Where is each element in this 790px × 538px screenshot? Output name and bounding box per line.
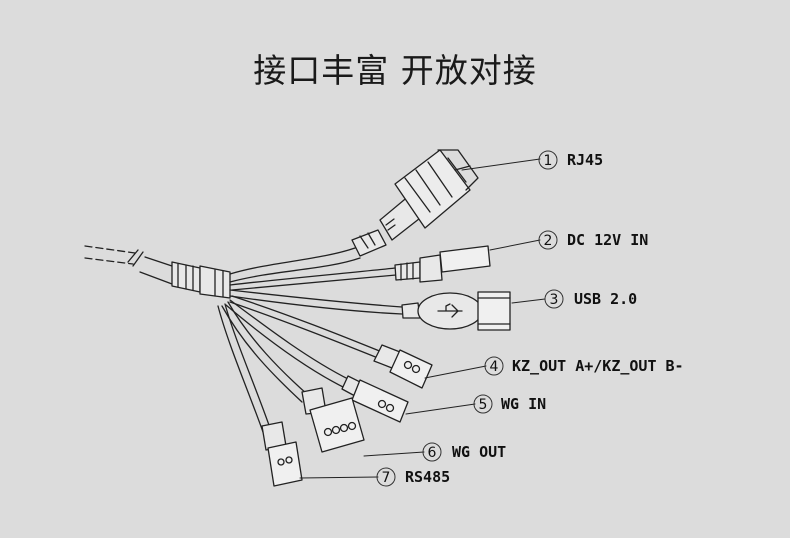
port-7-marker	[376, 467, 396, 487]
port-4-label: KZ_OUT A+/KZ_OUT B-	[512, 357, 684, 375]
wg-in-connector	[225, 299, 409, 423]
port-1-marker	[538, 150, 558, 170]
leader-lines	[299, 158, 546, 479]
port-6-marker	[422, 442, 442, 462]
port-5-marker	[473, 394, 493, 414]
port-2-marker	[538, 230, 558, 250]
port-3-marker	[544, 289, 564, 309]
port-6-number: 6	[428, 445, 437, 461]
port-4-marker	[484, 356, 504, 376]
port-7-label: RS485	[405, 468, 450, 486]
port-2-number: 2	[544, 233, 553, 249]
port-5-number: 5	[479, 397, 488, 413]
rs485-connector	[217, 303, 303, 487]
main-cable	[84, 245, 231, 299]
port-4-number: 4	[490, 359, 499, 375]
port-1-number: 1	[544, 153, 553, 169]
page-title: 接口丰富 开放对接	[253, 51, 537, 90]
usb-connector	[229, 289, 511, 331]
port-2-label: DC 12V IN	[567, 231, 648, 249]
port-1-label: RJ45	[567, 151, 603, 169]
kz-out-connector	[229, 295, 433, 389]
port-5-label: WG IN	[501, 395, 546, 413]
port-7-number: 7	[382, 470, 391, 486]
dc-connector	[229, 245, 491, 291]
rj45-connector	[229, 149, 479, 283]
port-6-label: WG OUT	[452, 443, 506, 461]
port-3-number: 3	[550, 292, 559, 308]
wg-out-connector	[221, 301, 365, 453]
port-3-label: USB 2.0	[574, 290, 637, 308]
